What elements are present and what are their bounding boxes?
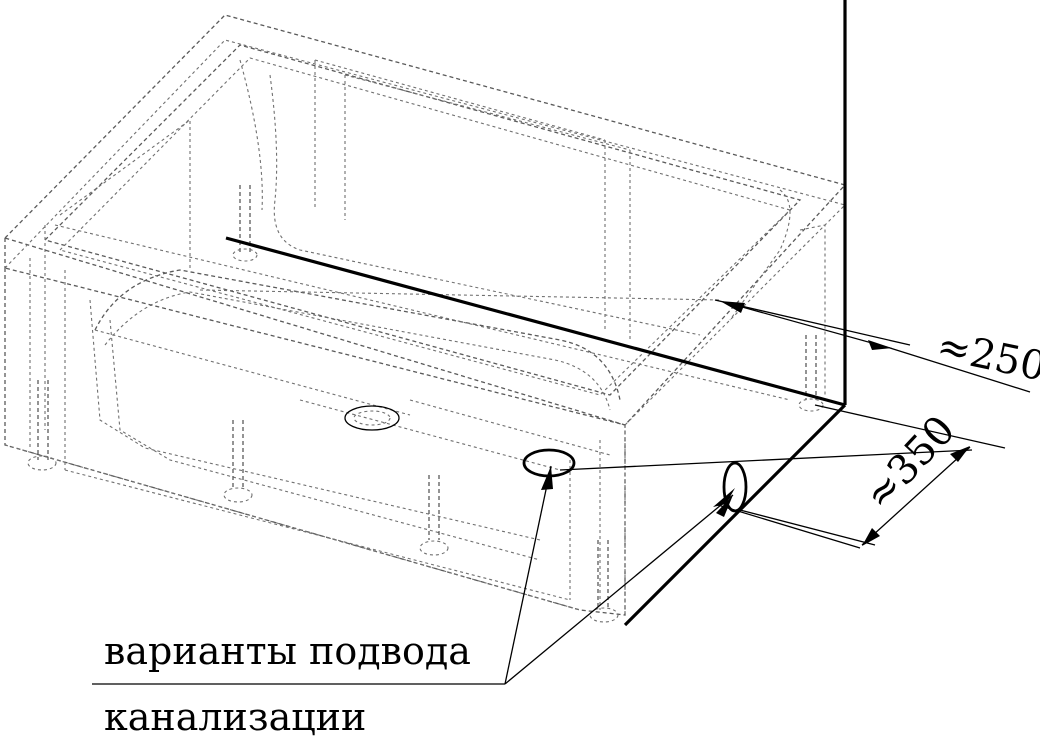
bathtub-legs [27, 185, 824, 623]
back-wall-line [225, 236, 846, 407]
side-wall-line [623, 403, 847, 627]
dimension-outlet-offset: ≈350 [559, 407, 973, 549]
note-line-1: варианты подвода [104, 629, 471, 673]
dimension-wall-offset-label: ≈250 [933, 323, 1040, 391]
note-line-2: канализации [104, 695, 367, 739]
wall-floor-lines [225, 0, 847, 627]
wall-outlet-ring [722, 461, 748, 513]
note-leaders [92, 465, 734, 685]
dimension-wall-offset: ≈250 [714, 299, 1040, 449]
drain-outlets [522, 448, 748, 513]
